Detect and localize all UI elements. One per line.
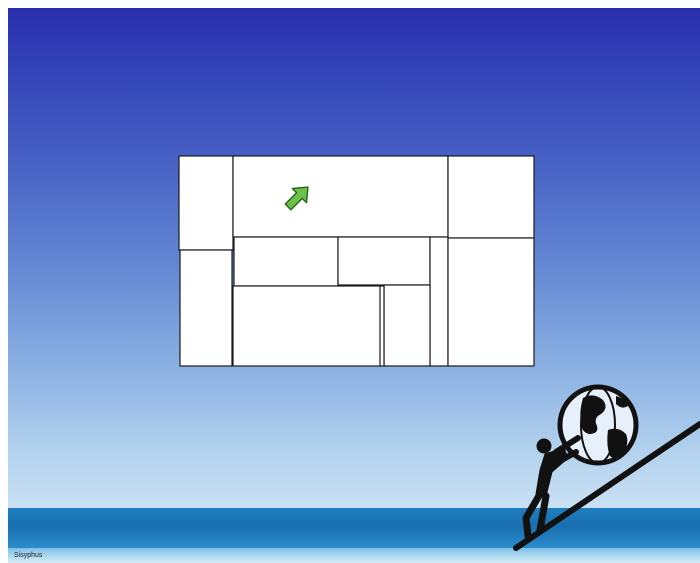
- sisyphus-pushing-globe-icon: [0, 0, 700, 563]
- game-stage: Sisyphus: [0, 0, 700, 563]
